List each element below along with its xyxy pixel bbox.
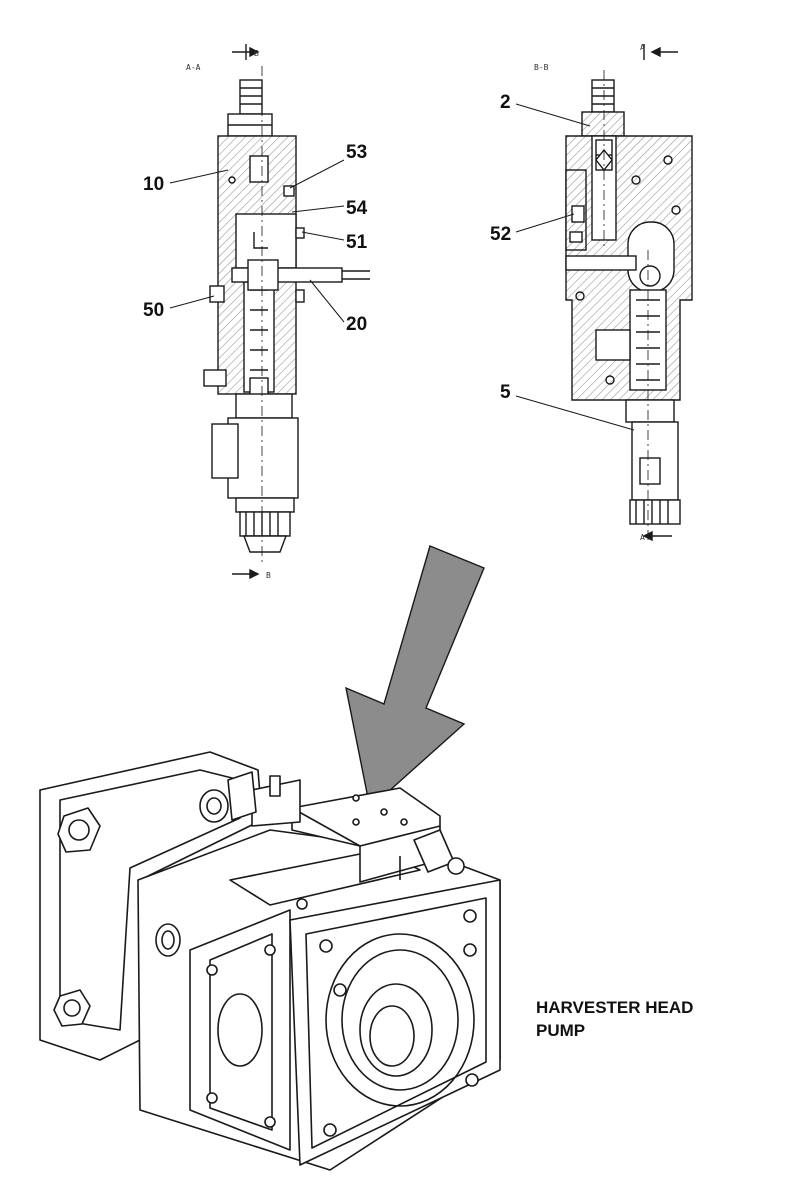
caption: HARVESTER HEAD PUMP: [536, 996, 693, 1042]
cut-marker-bottom-right: A: [640, 533, 645, 542]
left-leader-lines: [169, 159, 345, 323]
caption-line-2: PUMP: [536, 1021, 586, 1040]
callout-52: 52: [490, 224, 511, 245]
cut-marker-top-left: B: [254, 49, 259, 58]
cut-marker-top-right: A: [640, 43, 645, 52]
section-label-a-a: A-A: [186, 63, 201, 72]
section-a-a-drawing: [203, 44, 370, 580]
callout-5: 5: [500, 382, 511, 403]
callout-20: 20: [346, 314, 367, 335]
section-b-b-drawing: [565, 44, 693, 542]
caption-line-1: HARVESTER HEAD: [536, 998, 694, 1017]
right-leader-lines: [515, 103, 635, 431]
harvester-head-pump-illustration: [39, 751, 501, 1171]
callout-54: 54: [346, 198, 368, 219]
callout-10: 10: [143, 174, 164, 195]
cut-marker-bottom-left: B: [266, 571, 271, 580]
pointer-arrow: [345, 545, 485, 810]
callout-50: 50: [143, 300, 164, 321]
callout-51: 51: [346, 232, 368, 253]
callout-2: 2: [500, 92, 511, 113]
section-label-b-b: B-B: [534, 63, 549, 72]
callout-53: 53: [346, 142, 367, 163]
